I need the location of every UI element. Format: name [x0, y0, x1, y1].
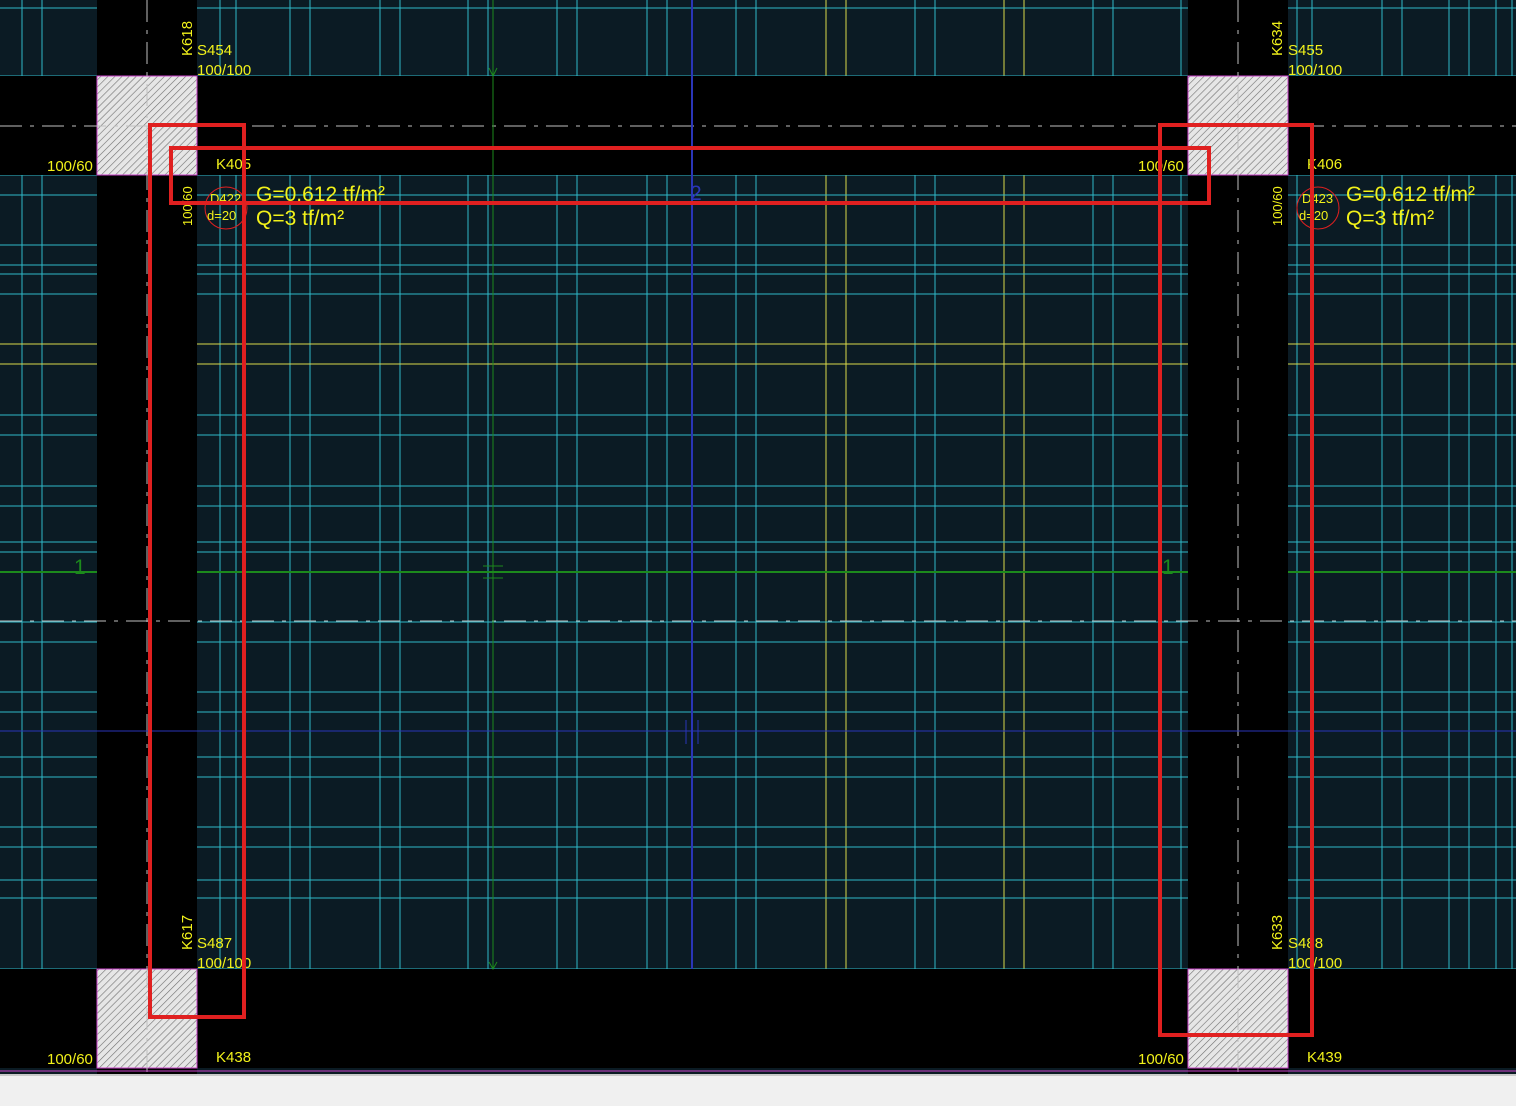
- status-bar: [0, 1074, 1516, 1106]
- column-size-label: 100/100: [197, 955, 251, 972]
- axis-label-2: 2: [690, 182, 702, 205]
- live-load-label: Q=3 tf/m²: [256, 207, 344, 230]
- dead-load-label: G=0.612 tf/m²: [1346, 183, 1475, 206]
- highlight-box-right: [1158, 123, 1314, 1037]
- beam-label-k406: K406: [1307, 156, 1342, 173]
- column-label-s487: S487: [197, 935, 232, 952]
- beam-size-label: 100/60: [47, 158, 93, 175]
- highlight-boxes: [148, 123, 1314, 1037]
- axes: [0, 0, 1516, 1072]
- column-label-s454: S454: [197, 42, 232, 59]
- beam-label-k633: K633: [1269, 915, 1286, 950]
- live-load-label: Q=3 tf/m²: [1346, 207, 1434, 230]
- column-size-label: 100/100: [1288, 62, 1342, 79]
- slab-thickness: d=20: [207, 208, 236, 223]
- column-size-label: 100/100: [1288, 955, 1342, 972]
- beam-label-k438: K438: [216, 1049, 251, 1066]
- beam-size-label-vertical: 100/60: [180, 186, 195, 226]
- beam-size-label: 100/60: [1138, 1051, 1184, 1068]
- beam-label-k618: K618: [179, 21, 196, 56]
- beam-size-label-vertical: 100/60: [1270, 186, 1285, 226]
- beam-size-label: 100/60: [47, 1051, 93, 1068]
- axis-label-1: 1: [1162, 556, 1174, 579]
- slab-marker-d423[interactable]: [1296, 186, 1340, 230]
- beam-label-k634: K634: [1269, 21, 1286, 56]
- beam-label-k617: K617: [179, 915, 196, 950]
- slab-id-d423: D423: [1302, 191, 1333, 206]
- dead-load-label: G=0.612 tf/m²: [256, 183, 385, 206]
- beam-label-k439: K439: [1307, 1049, 1342, 1066]
- column-size-label: 100/100: [197, 62, 251, 79]
- labels: K618 K634 K617 K633 S454 100/100 S455 10…: [47, 21, 1475, 1068]
- column-label-s455: S455: [1288, 42, 1323, 59]
- slab-marker-d422[interactable]: [204, 186, 248, 230]
- highlight-box-top: [169, 146, 1211, 205]
- column-label-s488: S488: [1288, 935, 1323, 952]
- axis-label-1: 1: [74, 556, 86, 579]
- highlight-box-left: [148, 123, 246, 1019]
